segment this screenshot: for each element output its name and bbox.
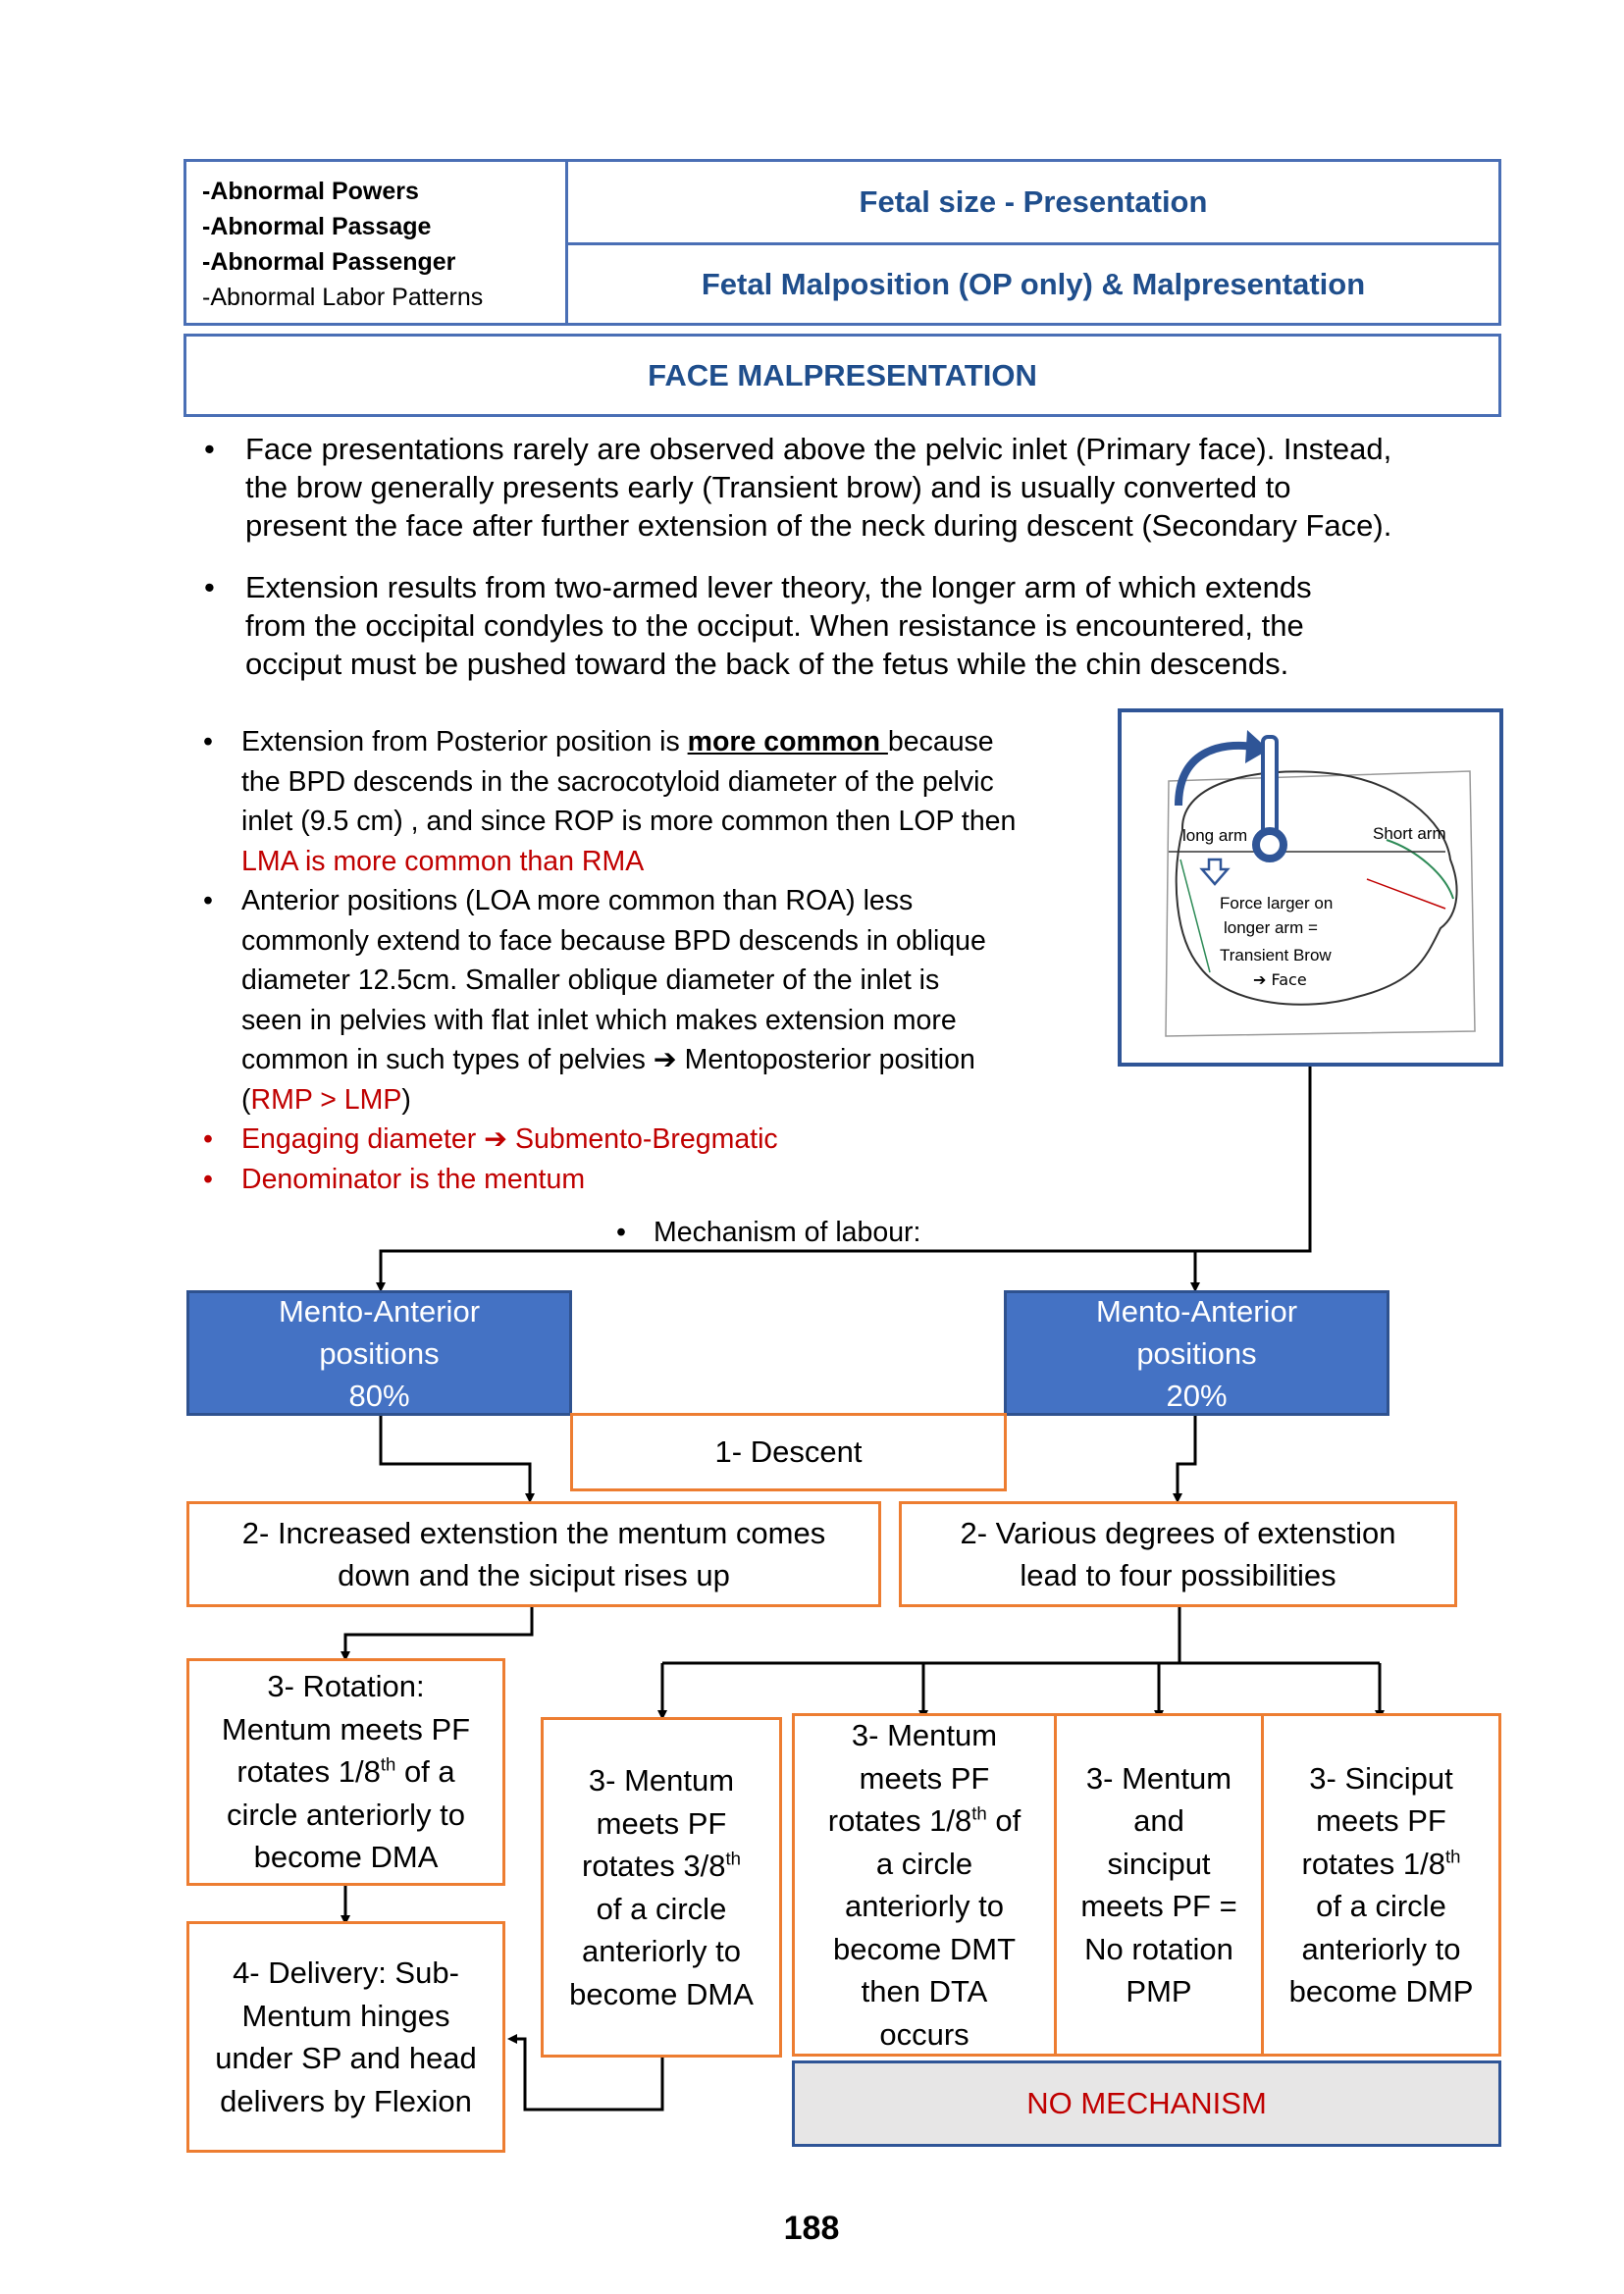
fulcrum-ring-icon <box>1252 827 1287 862</box>
topic-abnormal-passage: -Abnormal Passage <box>202 213 432 240</box>
topic-abnormal-powers: -Abnormal Powers <box>202 178 419 205</box>
no-mechanism-box: NO MECHANISM <box>792 2060 1501 2147</box>
mento-anterior-20-box: Mento-Anterior positions 20% <box>1004 1290 1389 1416</box>
bullet-line: Extension results from two-armed lever t… <box>245 570 1312 604</box>
bullet-two-armed-lever: • Extension results from two-armed lever… <box>204 568 1521 683</box>
fetal-head-outline <box>1175 770 1458 1006</box>
possibility-3-8-rotation-box: 3- Mentum meets PF rotates 3/8th of a ci… <box>541 1717 782 2058</box>
connector-to-rotation <box>341 1606 534 1661</box>
lever-diagram-svg: long arm Short arm Force larger on longe… <box>1165 730 1476 1037</box>
rotation-arrowhead-icon <box>1245 730 1269 763</box>
topic-abnormal-labor-patterns: -Abnormal Labor Patterns <box>202 284 484 311</box>
green-axis-line <box>1179 859 1211 973</box>
long-arm-label: long arm <box>1182 826 1247 845</box>
descent-box: 1- Descent <box>570 1413 1007 1491</box>
extension-left-box: 2- Increased extenstion the mentum comes… <box>186 1501 881 1607</box>
connector-left-to-extension <box>379 1415 535 1503</box>
bullet-denominator: • Denominator is the mentum <box>203 1164 586 1195</box>
force-label-line-4: ➔ Face <box>1253 970 1307 989</box>
bullet-line: present the face after further extension… <box>245 508 1392 543</box>
delivery-box: 4- Delivery: Sub- Mentum hinges under SP… <box>186 1921 505 2153</box>
possibility-dmt-box: 3- Mentum meets PF rotates 1/8th of a ci… <box>792 1713 1057 2057</box>
lever-diagram-figure: long arm Short arm Force larger on longe… <box>1118 708 1503 1067</box>
short-arm-line <box>1366 878 1446 910</box>
possibility-no-rotation-box: 3- Mentum and sinciput meets PF = No rot… <box>1054 1713 1264 2057</box>
connector-possibility-1-to-delivery <box>507 2034 664 2112</box>
force-label-line-3: Transient Brow <box>1220 946 1332 965</box>
face-outline <box>1386 839 1454 900</box>
bullet-anterior-positions: • Anterior positions (LOA more common th… <box>203 885 986 1116</box>
bullet-engaging-diameter: • Engaging diameter ➔ Submento-Bregmatic <box>203 1123 778 1155</box>
connector-to-left-head <box>376 1067 1312 1292</box>
short-arm-label: Short arm <box>1373 824 1446 843</box>
mechanism-of-labour-heading: • Mechanism of labour: <box>616 1217 921 1248</box>
header-title-top-text: Fetal size - Presentation <box>859 184 1208 219</box>
arrow-icon: ➔ <box>484 1123 508 1155</box>
mento-anterior-80-box: Mento-Anterior positions 80% <box>186 1290 572 1416</box>
arrow-icon: ➔ <box>653 1044 677 1075</box>
force-arrow-icon <box>1199 858 1231 886</box>
header-title-bottom: Fetal Malposition (OP only) & Malpresent… <box>565 242 1501 326</box>
rotation-arrow-icon <box>1175 741 1255 807</box>
diagram-frame <box>1165 770 1476 1037</box>
bullet-posterior-extension: • Extension from Posterior position is m… <box>203 726 1017 877</box>
bullet-line: the brow generally presents early (Trans… <box>245 470 1291 504</box>
force-label-line-1: Force larger on <box>1220 894 1333 912</box>
topic-abnormal-passenger: -Abnormal Passenger <box>202 248 456 276</box>
connector-right-to-extension <box>1173 1415 1197 1503</box>
chapter-topics-box: -Abnormal Powers -Abnormal Passage -Abno… <box>183 159 568 326</box>
force-label-line-2: longer arm = <box>1224 918 1318 937</box>
section-title-box: FACE MALPRESENTATION <box>183 334 1501 417</box>
possibility-sinciput-box: 3- Sinciput meets PF rotates 1/8th of a … <box>1261 1713 1501 2057</box>
bullet-line: from the occipital condyles to the occip… <box>245 608 1304 643</box>
rotation-box: 3- Rotation: Mentum meets PF rotates 1/8… <box>186 1658 505 1886</box>
page-number: 188 <box>783 2210 840 2247</box>
more-common-emphasis: more common <box>687 726 888 757</box>
section-title: FACE MALPRESENTATION <box>648 357 1037 392</box>
extension-right-box: 2- Various degrees of extenstion lead to… <box>899 1501 1457 1607</box>
header-title-bottom-text: Fetal Malposition (OP only) & Malpresent… <box>701 266 1366 301</box>
bullet-primary-face: • Face presentations rarely are observed… <box>204 430 1521 545</box>
bullet-line: occiput must be pushed toward the back o… <box>245 647 1289 681</box>
bullet-line: Face presentations rarely are observed a… <box>245 432 1392 466</box>
